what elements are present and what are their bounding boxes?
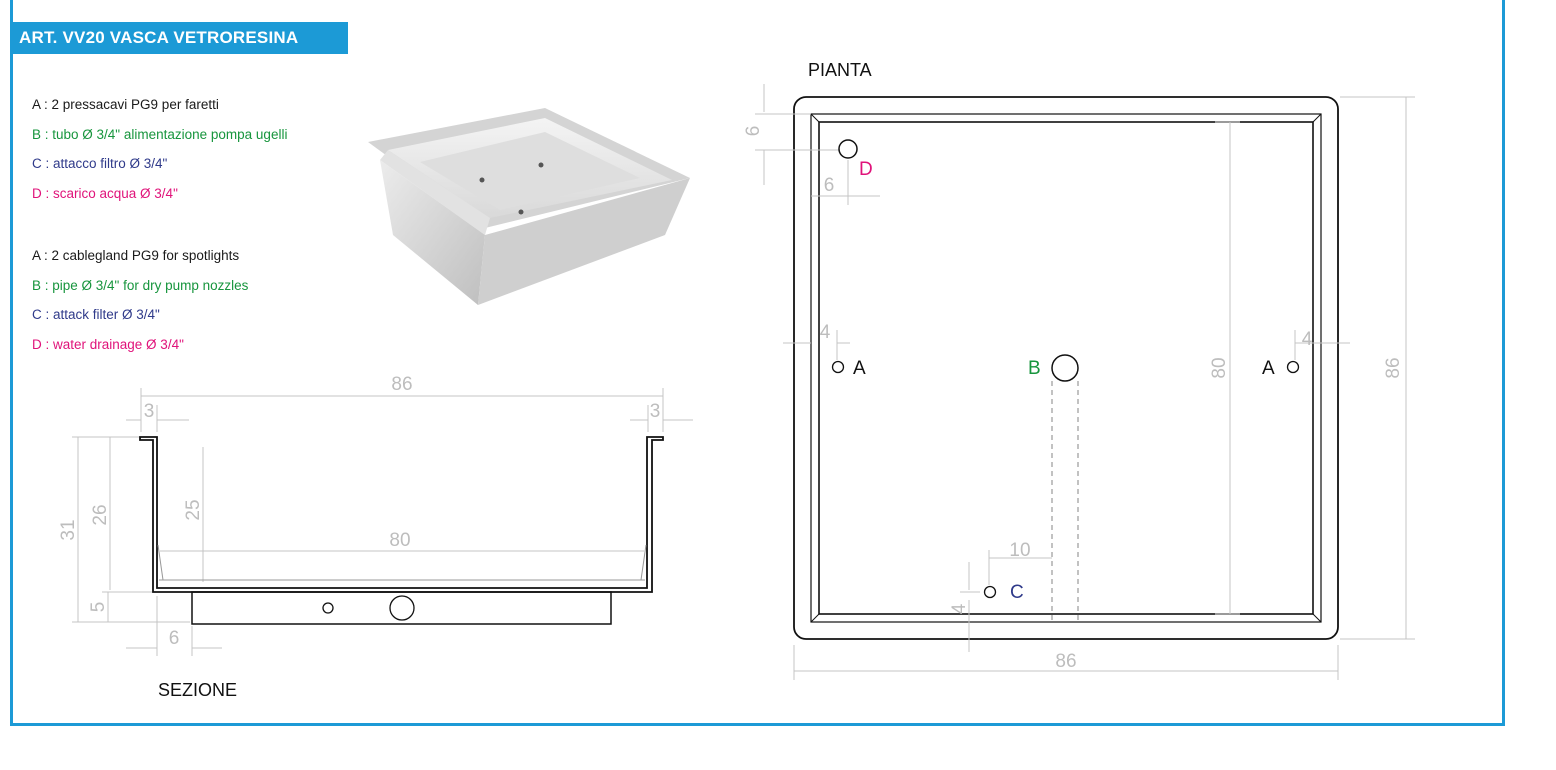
dim-a-left: 4 [820,322,831,343]
label-c: C [1010,582,1024,603]
legend-item-c: C : attacco filtro Ø 3/4" [32,156,168,171]
dim-rim-left: 3 [144,401,155,422]
legend-item-b: B : tubo Ø 3/4" alimentazione pompa ugel… [32,126,288,142]
dim-rim-right: 3 [650,401,661,422]
page-title: ART. VV20 VASCA VETRORESINA [10,22,348,54]
label-d: D [859,159,873,180]
dim-offset-6: 6 [169,628,180,649]
dim-depth-25: 25 [183,499,204,520]
hole-a-right-icon [1286,360,1300,374]
plan-caption: PIANTA [808,60,872,80]
dim-inner-width: 80 [389,530,410,551]
hole-a-left-icon [831,360,845,374]
dim-depth-26: 26 [90,504,111,525]
drawing-frame [10,0,1505,726]
dim-c-bottom: 4 [949,603,970,614]
legend-item-a: A : 2 pressacavi PG9 per faretti [32,97,219,112]
section-caption: SEZIONE [158,680,237,700]
dim-base-5: 5 [88,602,109,613]
label-b: B [1028,358,1041,379]
dim-d-top: 6 [743,126,764,137]
dim-d-left: 6 [824,175,835,196]
dim-c-offset: 10 [1009,540,1030,561]
dim-total-height: 31 [58,519,79,540]
legend-item-d-en: D : water drainage Ø 3/4" [32,336,184,352]
hole-d-icon [838,139,858,159]
label-a-left: A [853,358,866,379]
tub-product-image [368,108,690,305]
plan-view: D A A B C 86 86 80 6 6 4 4 4 10 PIANTA [743,60,1415,680]
dim-plan-width: 86 [1055,651,1076,672]
hole-c-icon [983,585,997,599]
legend-item-d: D : scarico acqua Ø 3/4" [32,185,178,201]
legend-english: A : 2 cablegland PG9 for spotlights B : … [32,246,248,364]
dim-a-right: 4 [1302,329,1313,350]
dim-plan-height: 86 [1383,357,1404,378]
legend-item-a-en: A : 2 cablegland PG9 for spotlights [32,248,240,263]
legend-italian: A : 2 pressacavi PG9 per faretti B : tub… [32,95,287,213]
dim-plan-inner: 80 [1209,357,1230,378]
legend-item-c-en: C : attack filter Ø 3/4" [32,307,160,322]
hole-b-icon [1051,354,1079,382]
legend-item-b-en: B : pipe Ø 3/4" for dry pump nozzles [32,277,249,293]
section-view: 86 3 3 80 31 26 25 5 6 SEZIONE [58,374,693,700]
label-a-right: A [1262,358,1275,379]
dim-section-width: 86 [391,374,412,395]
